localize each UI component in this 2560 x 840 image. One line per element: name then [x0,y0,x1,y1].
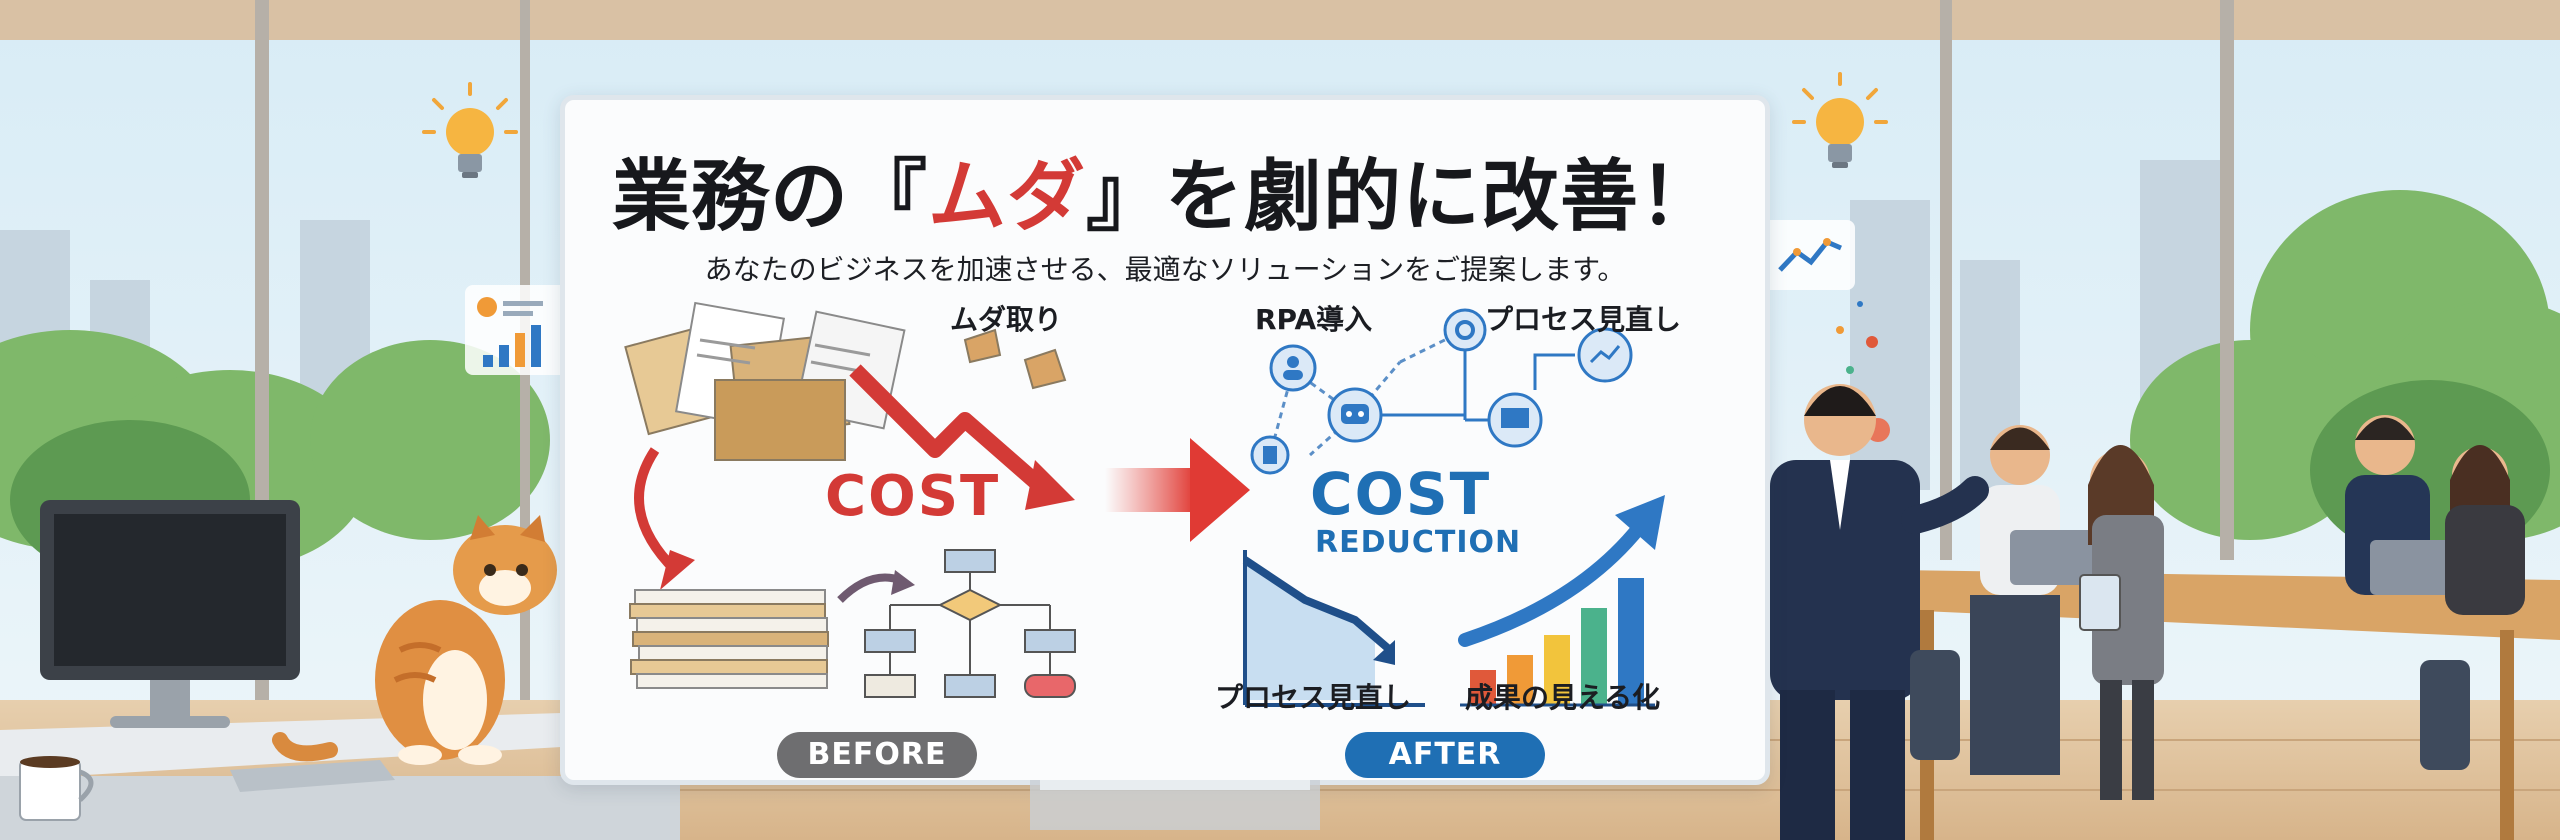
label-muda-tori: ムダ取り [950,303,1063,336]
meeting-people [1770,384,2560,840]
whiteboard-panel: 業務の『ムダ』を劇的に改善！ あなたのビジネスを加速させる、最適なソリューション… [560,95,1770,785]
document-icon [1250,435,1290,475]
left-desk-area [0,500,680,840]
gear-icon [1443,308,1487,352]
line-chart-icon [1778,238,1842,272]
bar-chart-icon [465,285,575,375]
before-cost-label: COST [825,464,1001,529]
whiteboard-stand [1030,780,1320,830]
before-badge: BEFORE [777,732,977,778]
after-badge: AFTER [1345,732,1545,778]
headline-suffix: 』を劇的に改善！ [1086,152,1719,242]
lightbulb-icon [422,82,518,178]
lightbulb-icon [1792,72,1888,168]
after-cost-label: COST [1310,460,1492,528]
page-title: 業務の『ムダ』を劇的に改善！ [565,134,1765,246]
transition-arrow [1105,438,1250,542]
label-process-review-bottom: プロセス見直し [1215,681,1412,714]
label-visualize-results: 成果の見える化 [1465,681,1661,714]
monitor-icon [1487,392,1543,448]
subtitle: あなたのビジネスを加速させる、最適なソリューションをご提案します。 [704,253,1626,286]
headline-accent: ムダ [927,152,1086,242]
cost-reduction-label: REDUCTION [1315,525,1522,560]
after-illustration [1242,308,1665,707]
label-rpa: RPA導入 [1255,303,1373,336]
robot-icon [1327,387,1383,443]
monitor-icon [40,500,300,728]
cat-illustration [272,515,557,765]
label-process-review-top: プロセス見直し [1485,303,1682,336]
before-illustration [624,301,1076,698]
flowchart-icon [864,549,1076,698]
headline-prefix: 業務の『 [611,152,928,242]
coffee-mug-icon [19,756,94,821]
users-icon [1269,344,1317,392]
line-chart-icon [1577,327,1633,383]
